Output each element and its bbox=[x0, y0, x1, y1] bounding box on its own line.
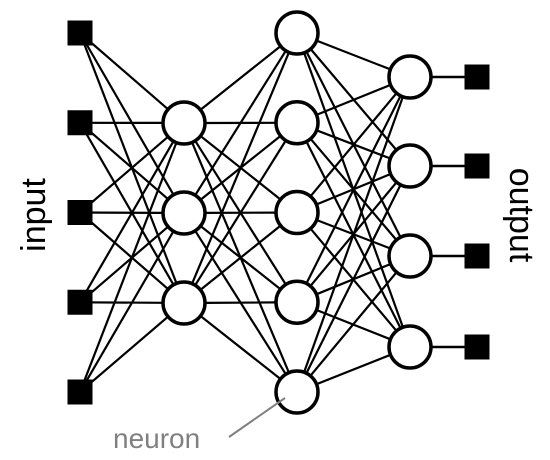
connection-l0-3-0 bbox=[79, 140, 175, 303]
output-node-1 bbox=[464, 153, 490, 179]
input-node-0 bbox=[67, 20, 93, 46]
connection-l0-1-1 bbox=[79, 121, 169, 201]
neuron-1-0 bbox=[161, 100, 207, 146]
neuron-2-1 bbox=[274, 100, 320, 146]
connection-l0-2-2 bbox=[79, 211, 169, 291]
connection-l0-0-2 bbox=[78, 32, 178, 284]
neuron-3-0 bbox=[387, 54, 433, 100]
connection-l0-1-2 bbox=[79, 122, 175, 286]
neuron-2-4 bbox=[274, 369, 320, 415]
neuron-2-2 bbox=[274, 189, 320, 236]
input-node-1 bbox=[67, 110, 93, 136]
connection-l2-0-0 bbox=[316, 39, 391, 71]
input-node-4 bbox=[67, 379, 93, 405]
neuron-2-3 bbox=[274, 279, 320, 325]
connection-l1-2-3 bbox=[204, 301, 277, 304]
connection-l0-4-2 bbox=[79, 315, 169, 393]
connection-l1-1-0 bbox=[194, 50, 287, 196]
connection-l0-4-1 bbox=[79, 230, 175, 393]
connection-l0-0-0 bbox=[79, 32, 169, 111]
connection-l2-4-0 bbox=[303, 96, 404, 373]
input-label: input bbox=[15, 178, 53, 252]
connection-l1-2-2 bbox=[199, 224, 282, 291]
connection-l2-4-1 bbox=[305, 184, 402, 374]
connection-l0-4-0 bbox=[78, 142, 178, 393]
output-node-2 bbox=[464, 243, 490, 269]
nodes-layer bbox=[67, 10, 490, 415]
connection-l2-4-3 bbox=[316, 353, 391, 386]
neuron-3-2 bbox=[387, 233, 433, 279]
neuron-1-2 bbox=[161, 280, 207, 326]
connection-l0-0-1 bbox=[79, 32, 175, 196]
connection-l1-2-0 bbox=[191, 51, 290, 285]
connection-l2-1-0 bbox=[316, 83, 391, 116]
neuron-3-1 bbox=[387, 143, 433, 189]
connection-l2-4-2 bbox=[309, 271, 398, 377]
input-node-3 bbox=[67, 289, 93, 315]
connection-l2-2-0 bbox=[309, 92, 398, 198]
connections-layer bbox=[78, 32, 465, 393]
neuron-2-0 bbox=[274, 10, 320, 56]
connection-l1-2-1 bbox=[194, 139, 287, 286]
input-node-2 bbox=[67, 200, 93, 225]
connection-l1-0-0 bbox=[199, 45, 282, 111]
neuron-1-1 bbox=[161, 190, 207, 236]
neuron-label: neuron bbox=[113, 423, 200, 454]
connection-l0-2-0 bbox=[79, 135, 169, 214]
connection-l2-3-0 bbox=[305, 95, 402, 284]
output-label: output bbox=[502, 168, 540, 263]
neuron-pointer-line bbox=[228, 397, 286, 438]
output-node-0 bbox=[464, 64, 490, 90]
connection-l0-3-2 bbox=[79, 301, 164, 304]
connection-l1-2-4 bbox=[199, 315, 282, 380]
output-node-3 bbox=[464, 334, 490, 360]
connection-l0-3-1 bbox=[79, 225, 169, 304]
neuron-3-3 bbox=[387, 324, 433, 370]
